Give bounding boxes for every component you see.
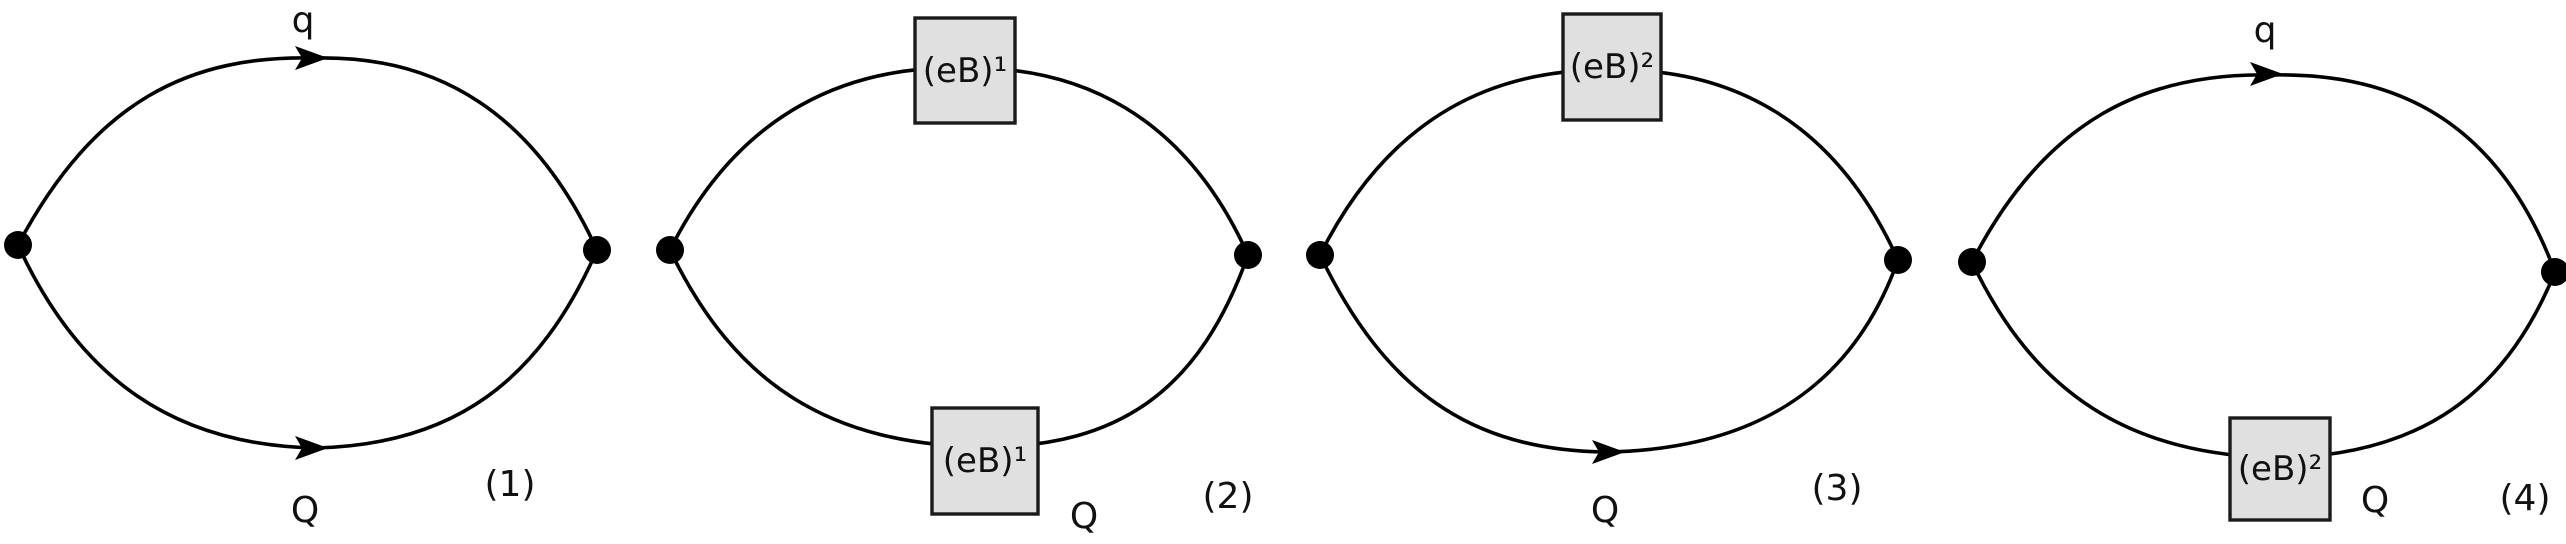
top-label: q [2254, 10, 2277, 51]
diagram-3: (eB)² Q (3) [1306, 12, 1912, 531]
left-vertex [1306, 241, 1334, 269]
top-propagator [16, 56, 599, 251]
diagram-number: (3) [1812, 468, 1863, 509]
diagram-number: (2) [1203, 476, 1254, 517]
right-vertex [1234, 241, 1262, 269]
top-insertion-box: (eB)¹ [913, 16, 1017, 125]
diagram-number: (4) [2500, 478, 2551, 519]
right-vertex [583, 236, 611, 264]
top-arrow [2250, 62, 2283, 86]
bottom-insertion-label: (eB)¹ [943, 441, 1027, 481]
right-vertex [2541, 258, 2566, 286]
left-vertex [656, 236, 684, 264]
bottom-insertion-box: (eB)¹ [930, 406, 1040, 516]
bottom-label: Q [2361, 480, 2389, 521]
top-insertion-label: (eB)¹ [923, 51, 1007, 91]
top-insertion-box: (eB)² [1561, 12, 1663, 122]
bottom-arrow [1592, 440, 1625, 464]
bottom-label: Q [291, 490, 319, 531]
top-propagator [1970, 73, 2557, 273]
bottom-propagator [1318, 254, 1900, 454]
top-label: q [292, 0, 315, 41]
bottom-label: Q [1591, 490, 1619, 531]
diagram-1: q Q (1) [4, 0, 611, 531]
diagram-4: (eB)² q Q (4) [1958, 10, 2566, 522]
bottom-insertion-label: (eB)² [2238, 449, 2322, 489]
top-arrow [295, 46, 328, 70]
top-insertion-label: (eB)² [1570, 47, 1654, 87]
left-vertex [4, 231, 32, 259]
right-vertex [1884, 246, 1912, 274]
left-vertex [1958, 248, 1986, 276]
bottom-insertion-box: (eB)² [2228, 416, 2332, 522]
diagram-number: (1) [485, 464, 536, 505]
bottom-label: Q [1070, 496, 1098, 537]
bottom-propagator [16, 244, 599, 450]
bottom-arrow [295, 436, 328, 460]
diagram-2: (eB)¹ (eB)¹ Q (2) [656, 16, 1262, 537]
